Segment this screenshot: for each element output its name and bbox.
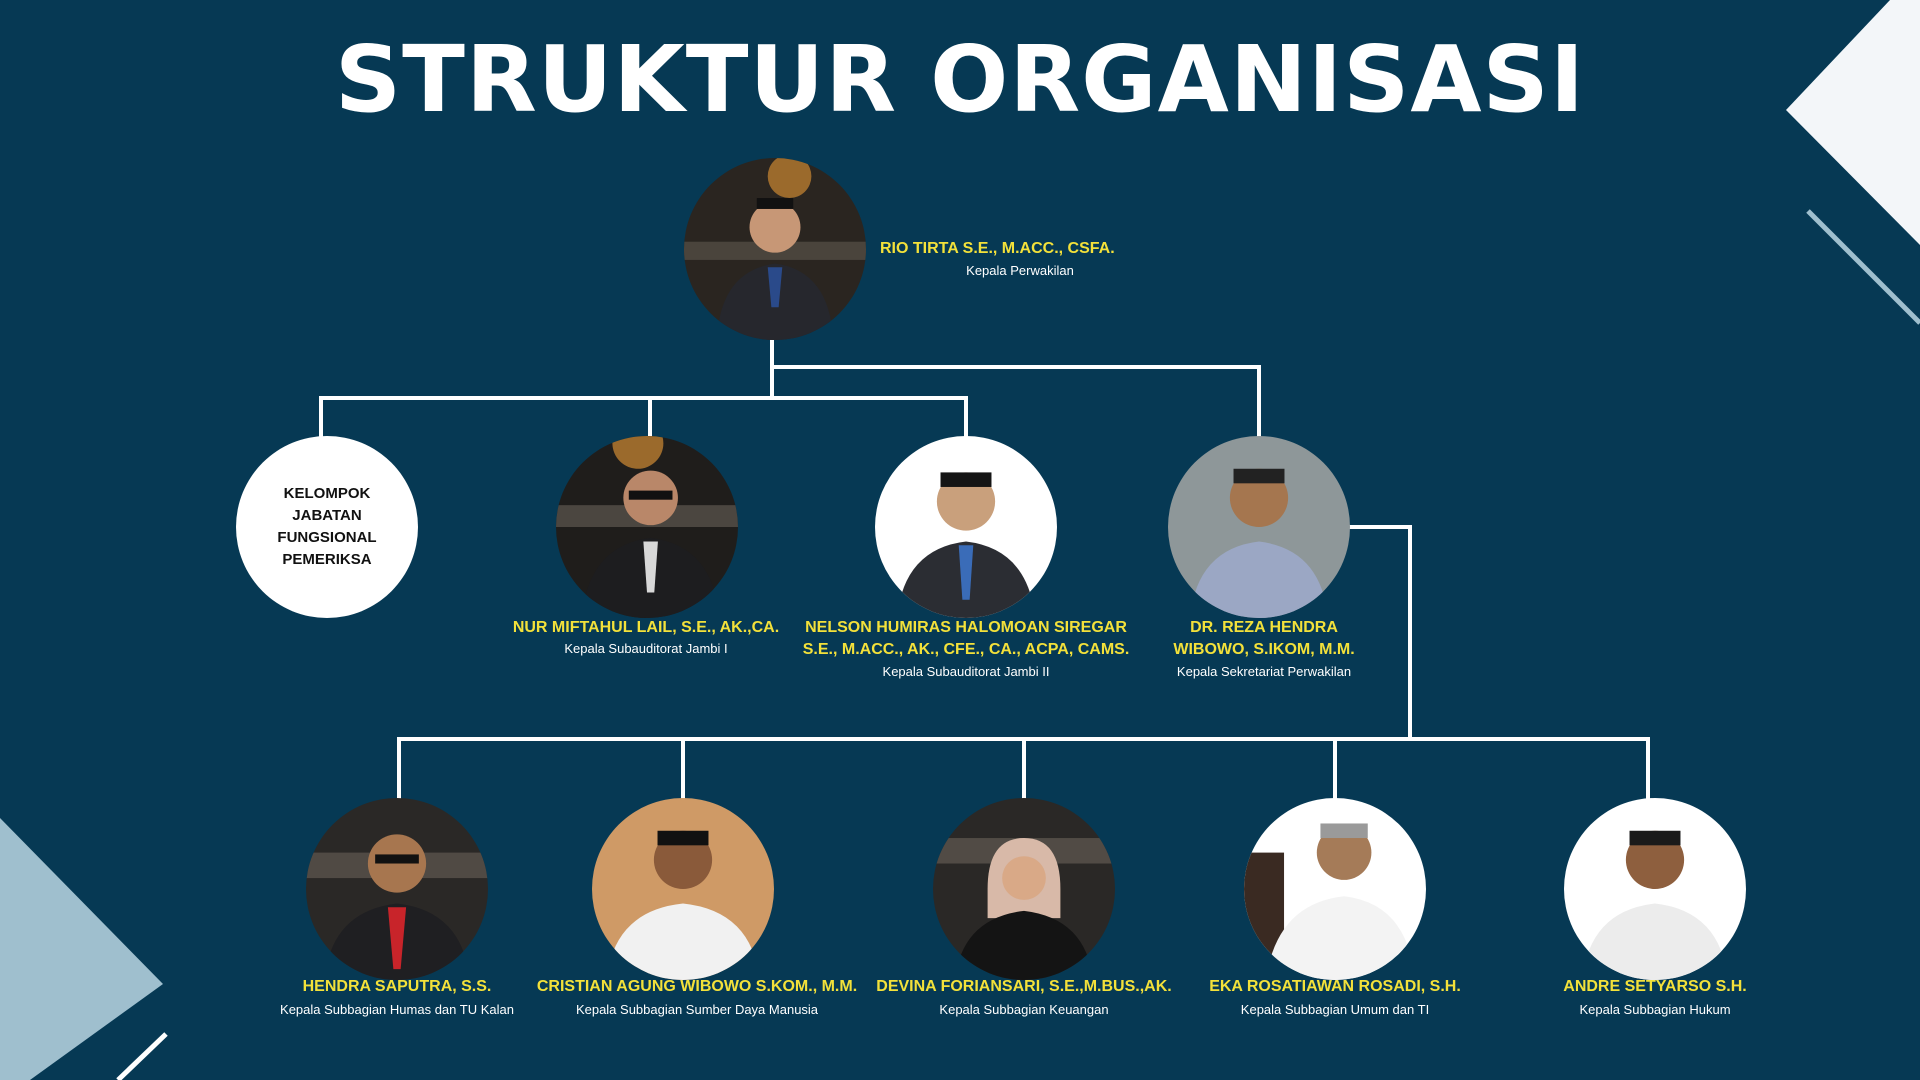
sekretariat-role: Kepala Sekretariat Perwakilan <box>1176 664 1352 679</box>
subaud1-photo <box>556 436 738 618</box>
bottom-left-triangle <box>0 818 163 1080</box>
humas-role: Kepala Subbagian Humas dan TU Kalan <box>280 1002 514 1017</box>
hukum-photo <box>1564 798 1746 980</box>
person-photo-icon <box>1244 798 1426 980</box>
hukum-name: ANDRE SETYARSO S.H. <box>1563 978 1747 995</box>
sekretariat-name-line2: WIBOWO, S.IKOM, M.M. <box>1173 641 1355 658</box>
top-right-triangle <box>1786 0 1920 245</box>
umum-photo <box>1244 798 1426 980</box>
sekretariat-photo <box>1168 436 1350 618</box>
umum-name: EKA ROSATIAWAN ROSADI, S.H. <box>1209 978 1461 995</box>
head-photo <box>684 158 866 340</box>
sekretariat-name: DR. REZA HENDRA <box>1190 619 1338 636</box>
person-photo-icon <box>306 798 488 980</box>
head-name: RIO TIRTA S.E., M.ACC., CSFA. <box>880 240 1115 257</box>
person-photo-icon <box>684 158 866 340</box>
person-photo-icon <box>1564 798 1746 980</box>
sdm-photo <box>592 798 774 980</box>
person-photo-icon <box>933 798 1115 980</box>
subaud2-name: NELSON HUMIRAS HALOMOAN SIREGAR <box>805 619 1127 636</box>
top-right-stripe <box>1806 209 1920 325</box>
person-photo-icon <box>556 436 738 618</box>
group-circle: KELOMPOK JABATAN FUNGSIONAL PEMERIKSA <box>236 436 418 618</box>
person-photo-icon <box>592 798 774 980</box>
head-role: Kepala Perwakilan <box>966 263 1074 278</box>
humas-name: HENDRA SAPUTRA, S.S. <box>302 978 492 995</box>
bottom-left-stripe <box>116 1032 168 1080</box>
subaud2-role: Kepala Subauditorat Jambi II <box>882 664 1050 679</box>
keuangan-role: Kepala Subbagian Keuangan <box>939 1002 1109 1017</box>
subaud2-photo <box>875 436 1057 618</box>
sdm-role: Kepala Subbagian Sumber Daya Manusia <box>575 1002 819 1017</box>
hukum-role: Kepala Subbagian Hukum <box>1579 1002 1731 1017</box>
page-title: STRUKTUR ORGANISASI <box>334 26 1586 133</box>
group-label: KELOMPOK JABATAN FUNGSIONAL PEMERIKSA <box>277 485 377 568</box>
subaud2-name-line2: S.E., M.ACC., AK., CFE., CA., ACPA, CAMS… <box>802 641 1130 658</box>
keuangan-name: DEVINA FORIANSARI, S.E.,M.BUS.,AK. <box>876 978 1172 995</box>
subaud1-role: Kepala Subauditorat Jambi I <box>564 641 728 656</box>
person-photo-icon <box>875 436 1057 618</box>
umum-role: Kepala Subbagian Umum dan TI <box>1240 1002 1430 1017</box>
humas-photo <box>306 798 488 980</box>
person-photo-icon <box>1168 436 1350 618</box>
subaud1-name: NUR MIFTAHUL LAIL, S.E., AK.,CA. <box>512 619 780 636</box>
keuangan-photo <box>933 798 1115 980</box>
sdm-name: CRISTIAN AGUNG WIBOWO S.KOM., M.M. <box>536 978 858 995</box>
